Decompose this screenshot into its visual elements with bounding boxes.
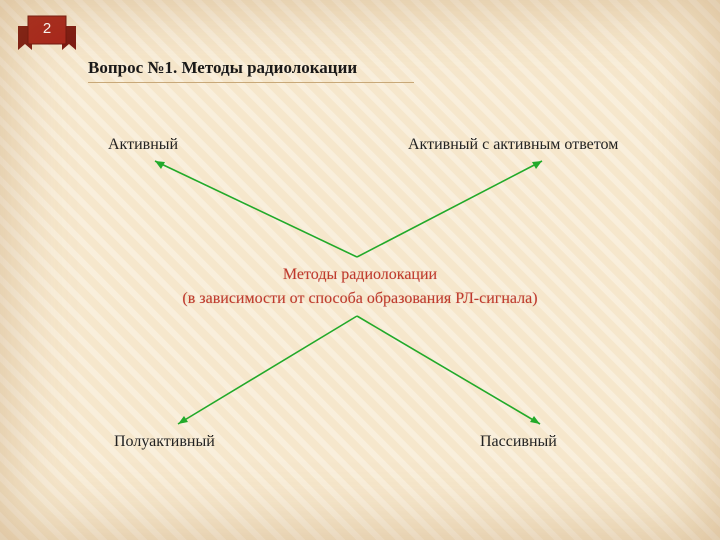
connector-top-right bbox=[356, 160, 543, 258]
connector-bottom-right bbox=[356, 315, 541, 425]
node-active-with-active-response: Активный с активным ответом bbox=[408, 136, 619, 153]
ribbon-icon bbox=[18, 15, 76, 50]
arrowhead-bottom-left bbox=[178, 416, 188, 424]
arrowhead-top-left bbox=[155, 161, 165, 169]
title-underline bbox=[88, 82, 414, 83]
slide-title: Вопрос №1. Методы радиолокации bbox=[88, 58, 358, 77]
arrowhead-bottom-right bbox=[530, 416, 540, 424]
arrowhead-top-right bbox=[532, 161, 542, 169]
center-title: Методы радиолокации bbox=[282, 266, 438, 283]
connector-top-left bbox=[154, 160, 358, 258]
slide-number-badge: 2 bbox=[18, 14, 76, 54]
connector-bottom-left bbox=[177, 315, 358, 425]
node-passive: Пассивный bbox=[480, 433, 557, 450]
node-semi-active: Полуактивный bbox=[114, 433, 215, 450]
slide-number: 2 bbox=[42, 20, 52, 37]
node-active: Активный bbox=[108, 136, 179, 153]
center-subtitle: (в зависимости от способа образования РЛ… bbox=[182, 290, 538, 307]
